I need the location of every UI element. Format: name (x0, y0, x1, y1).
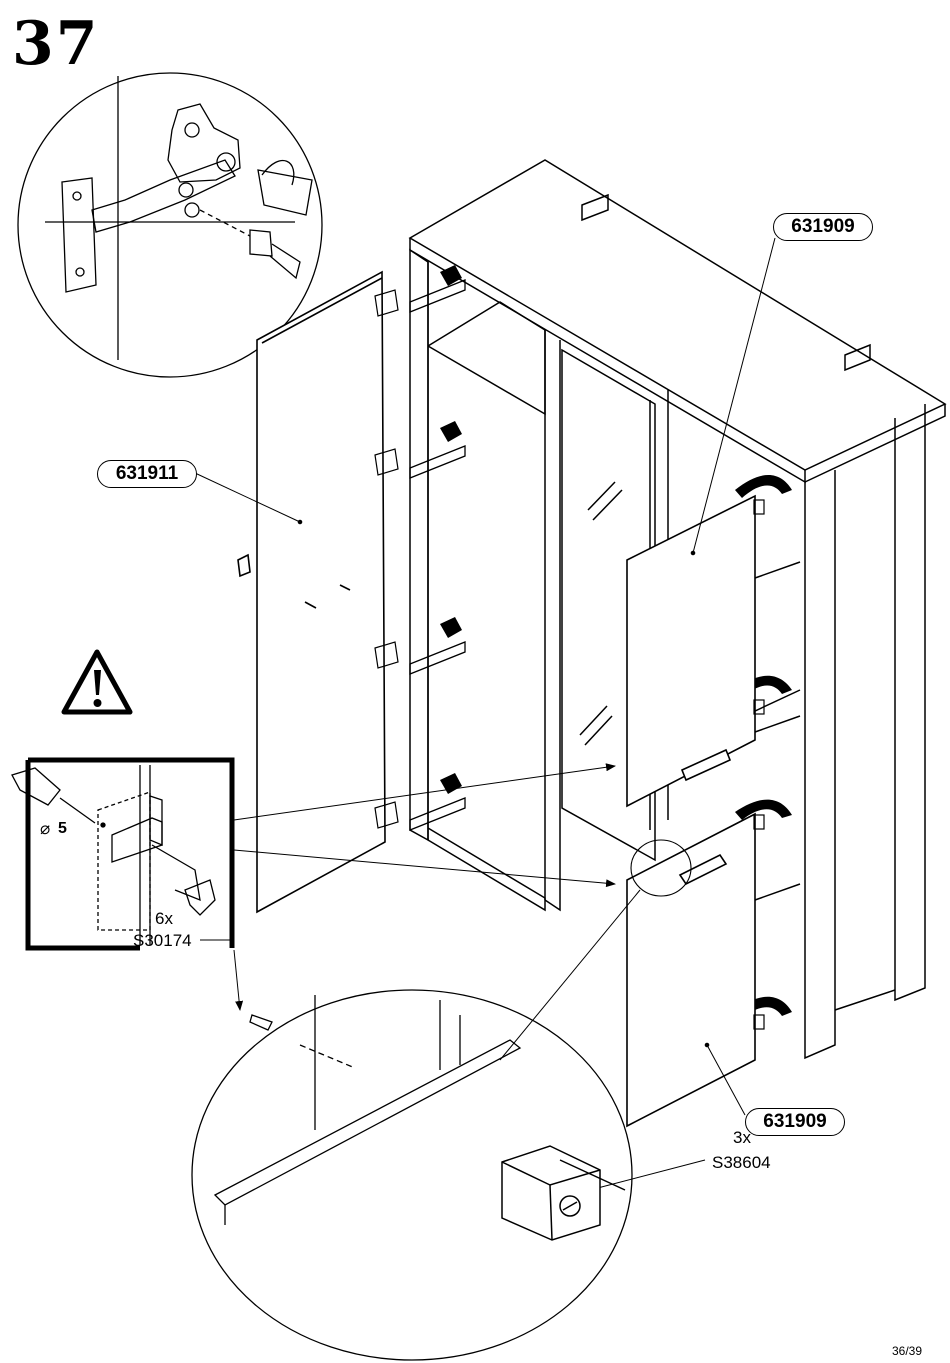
part-label-top-right-door: 631909 (773, 213, 873, 241)
part-label-left-door: 631911 (97, 460, 197, 488)
handle-icon (502, 1146, 625, 1240)
handle-quantity: 3x (733, 1129, 751, 1146)
clamp-quantity: 6x (155, 910, 173, 927)
drill-diameter-symbol: ⌀ (40, 820, 50, 837)
handle-part-code: S38604 (712, 1154, 771, 1171)
warning-icon (64, 652, 130, 712)
drill-diameter-value: 5 (58, 821, 67, 837)
step-number: 37 (12, 14, 100, 74)
top-right-door-631909 (627, 496, 755, 806)
page-number: 36/39 (892, 1344, 922, 1358)
drill-jig-inset (12, 760, 232, 948)
clamp-part-code: S30174 (133, 932, 192, 949)
part-label-bottom-right-door: 631909 (745, 1108, 845, 1136)
bottom-right-door-631909 (627, 814, 755, 1126)
